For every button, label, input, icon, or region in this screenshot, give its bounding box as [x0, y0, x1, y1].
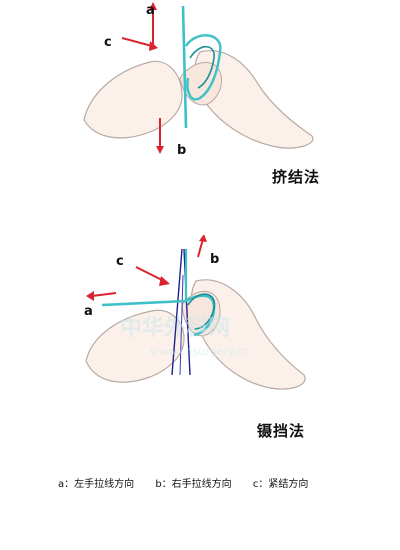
forceps-blade-left [171, 248, 183, 376]
fingertip-overlap [181, 290, 221, 337]
label-c: c [116, 254, 124, 269]
legend: a：左手拉线方向 b：右手拉线方向 c：紧结方向 [58, 475, 326, 490]
arrow-a [91, 292, 117, 297]
right-hand [194, 50, 314, 149]
label-b: b [210, 252, 219, 267]
caption-squeeze-knot: 挤结法 [272, 168, 321, 186]
label-a: a [146, 3, 155, 18]
arrow-c-head [149, 41, 158, 51]
legend-a: a：左手拉线方向 [58, 479, 135, 490]
suture-knot-loop [184, 34, 222, 101]
caption-forceps-block: 镊挡法 [257, 422, 306, 440]
suture-knot-loop-inner [189, 45, 215, 89]
legend-c: c：紧结方向 [252, 479, 309, 490]
arrow-b-head [199, 235, 207, 242]
arrow-c [135, 266, 165, 282]
suture-knot-loop [187, 293, 216, 330]
label-b: b [177, 143, 186, 158]
arrow-c [121, 37, 153, 47]
arrow-c-head [159, 276, 170, 286]
figure-squeeze-knot: a c b [0, 0, 400, 160]
watermark-text: 中华外科网 [120, 315, 230, 341]
illustration-squeeze-knot: a c b [83, 2, 314, 158]
legend-b: b：右手拉线方向 [155, 479, 232, 490]
arrow-b-head [156, 146, 164, 154]
suture-strand-vertical [181, 5, 188, 129]
arrow-b [197, 238, 204, 258]
illustration-forceps-block: 中华外科网 www.cnsurgery.cn c b a [84, 235, 306, 390]
figure-forceps-block: 中华外科网 www.cnsurgery.cn c b a [0, 235, 400, 400]
arrow-a-head [86, 291, 94, 301]
label-a: a [84, 304, 93, 319]
watermark-url: www.cnsurgery.cn [150, 345, 249, 358]
arrow-a-head [149, 2, 157, 10]
left-hand [85, 309, 185, 383]
left-hand [83, 60, 183, 139]
forceps-blade-mid [179, 274, 184, 376]
label-c: c [104, 35, 112, 50]
